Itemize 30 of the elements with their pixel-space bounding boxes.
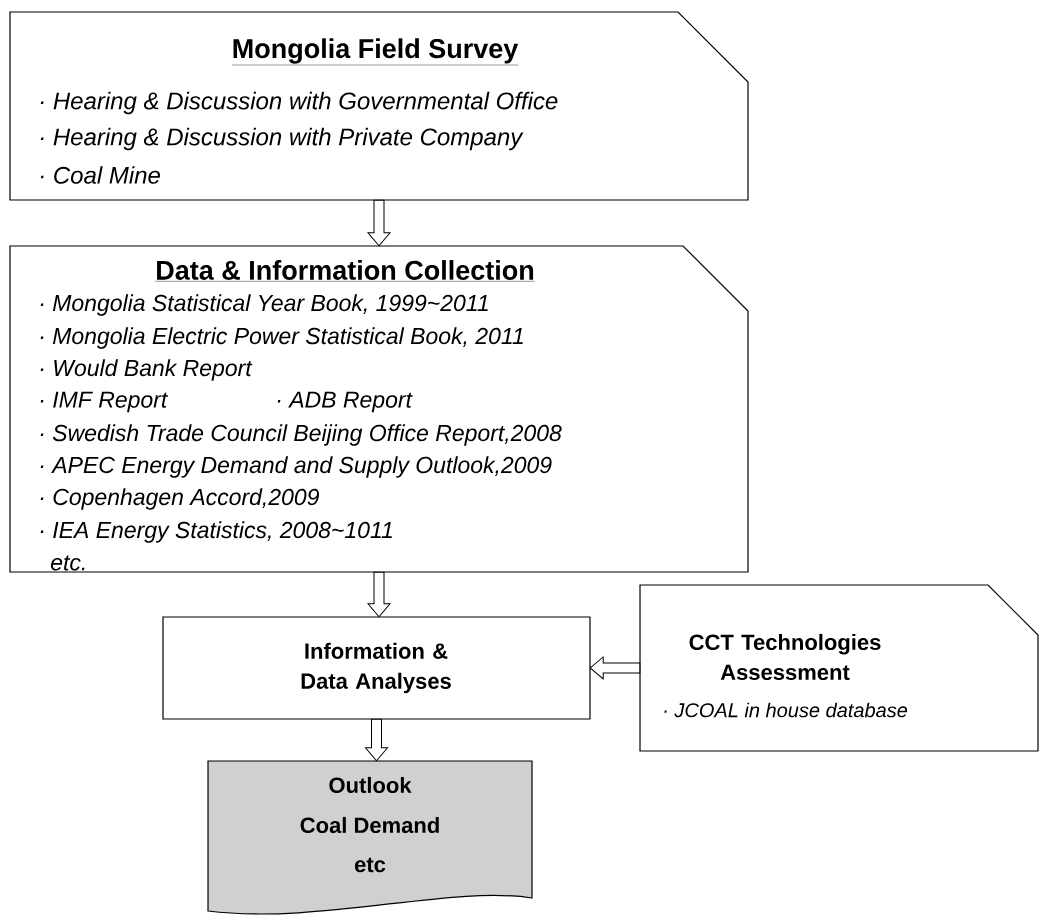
bullet-item: · Copenhagen Accord,2009	[40, 488, 319, 510]
note-box	[639, 584, 1039, 752]
block-arrow	[367, 199, 391, 247]
box-text: Coal Demand	[300, 816, 439, 834]
bullet-item: · Coal Mine	[40, 166, 160, 184]
box-text: Information & Data Analyses	[301, 642, 451, 694]
process-box	[162, 616, 591, 720]
bullet-item: · JCOAL in house database	[664, 702, 908, 718]
note-box	[9, 245, 749, 573]
bullet-item: · IEA Energy Statistics, 2008~1011	[40, 521, 392, 543]
box-text: etc	[354, 857, 386, 873]
bullet-item: · ADB Report	[277, 391, 413, 413]
block-arrow	[589, 656, 641, 680]
bullet-item: · Mongolia Electric Power Statistical Book, 2011	[40, 327, 523, 349]
bullet-item: etc.	[51, 555, 85, 571]
box-heading: Mongolia Field Survey	[231, 38, 519, 66]
block-arrow	[367, 571, 391, 618]
bullet-item: · IMF Report	[40, 391, 169, 413]
bullet-item: · Swedish Trade Council Beijing Office Report,2008	[40, 424, 562, 446]
box-heading: Data & Information Collection	[155, 260, 535, 282]
box-text: Outlook	[329, 776, 412, 794]
note-box	[9, 11, 749, 201]
bullet-item: · Hearing & Discussion with Private Company	[40, 127, 524, 151]
document-shape	[207, 760, 533, 915]
bullet-item: · Mongolia Statistical Year Book, 1999~2011	[40, 294, 488, 316]
box-heading: CCT Technologies Assessment	[689, 633, 881, 681]
bullet-item: · Would Bank Report	[40, 359, 253, 381]
bullet-item: · APEC Energy Demand and Supply Outlook,2009	[40, 456, 552, 478]
block-arrow	[365, 718, 388, 762]
bullet-item: · Hearing & Discussion with Governmental Office	[40, 91, 558, 115]
